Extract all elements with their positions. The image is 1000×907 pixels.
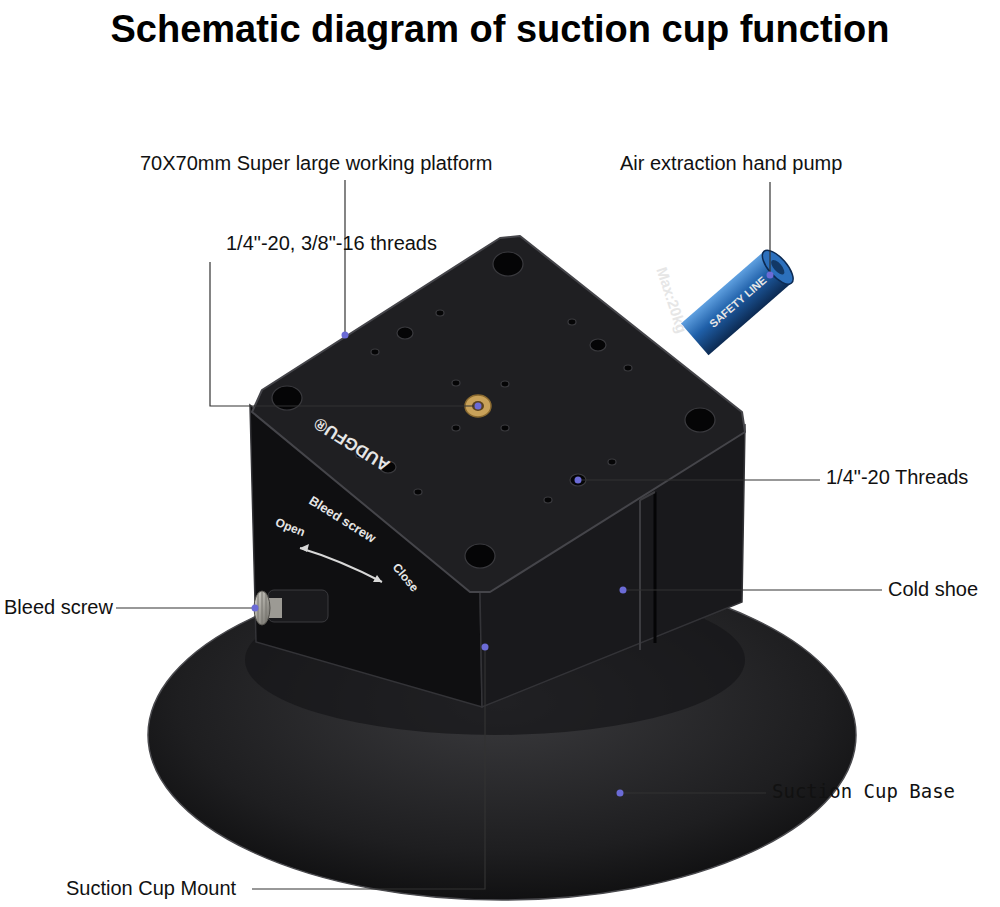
part-label: 1/4"-20, 3/8"-16 threads (226, 232, 437, 255)
leader-lines (116, 180, 882, 889)
part-label: 70X70mm Super large working platform (140, 152, 492, 175)
hand-pump (681, 245, 798, 355)
part-label: Bleed screw (4, 596, 113, 619)
platform-top (252, 236, 745, 592)
part-label: 1/4"-20 Threads (826, 466, 968, 489)
bleed-screw (254, 590, 328, 625)
mount-holes (272, 252, 715, 568)
leader-dots (252, 272, 774, 797)
load-marking: Max:20kg (653, 265, 691, 335)
part-label: Cold shoe (888, 578, 978, 601)
part-label: Air extraction hand pump (620, 152, 842, 175)
part-label: Suction Cup Base (772, 781, 955, 803)
diagram-title: Schematic diagram of suction cup functio… (0, 8, 1000, 52)
part-label: Suction Cup Mount (66, 877, 236, 900)
